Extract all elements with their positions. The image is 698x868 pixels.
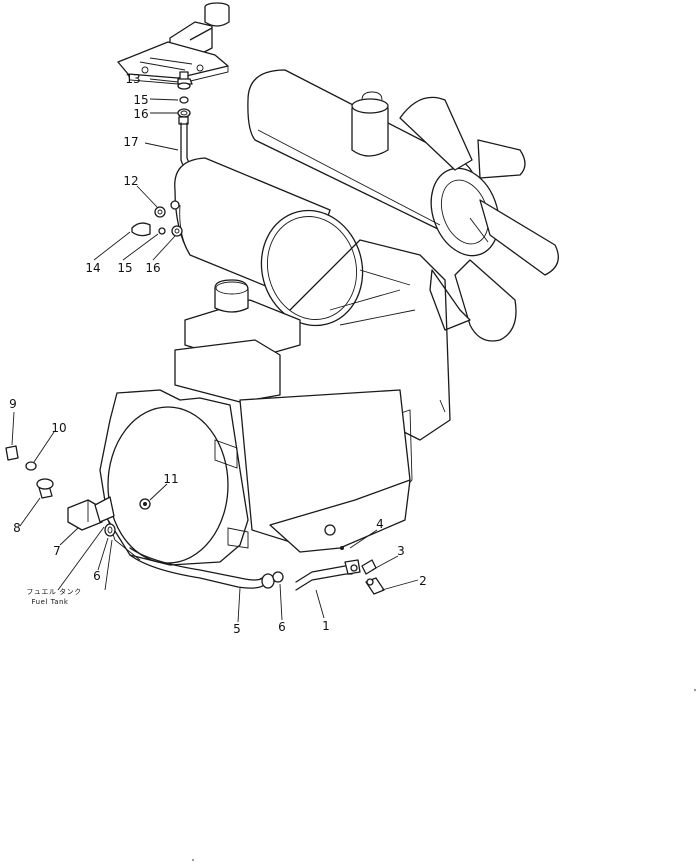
callout-14: 14 bbox=[85, 261, 100, 275]
fuel-tank-connection bbox=[5, 445, 116, 537]
cooling-fan bbox=[399, 96, 559, 342]
fuel-tank-label-english: Fuel Tank bbox=[32, 598, 69, 606]
callout-9: 9 bbox=[9, 397, 17, 411]
callout-2: 2 bbox=[419, 574, 427, 588]
fuel-tank-label-japanese: フュエル タンク bbox=[26, 587, 81, 596]
callout-7: 7 bbox=[53, 544, 61, 558]
callout-4: 4 bbox=[376, 517, 384, 531]
muffler bbox=[247, 69, 500, 257]
callout-12: 12 bbox=[123, 174, 138, 188]
callout-13: 13 bbox=[125, 72, 140, 86]
leader-lines bbox=[11, 78, 419, 623]
callout-1: 1 bbox=[322, 619, 330, 633]
fuel-pipe-5 bbox=[129, 547, 284, 589]
callout-17: 17 bbox=[123, 135, 138, 149]
callout-15-upper: 15 bbox=[133, 93, 148, 107]
hose-clamp-area bbox=[131, 200, 183, 237]
callout-5: 5 bbox=[233, 622, 241, 636]
callout-8: 8 bbox=[13, 521, 21, 535]
filter-fittings bbox=[177, 78, 193, 125]
engine-block bbox=[99, 239, 451, 566]
callout-3: 3 bbox=[397, 544, 405, 558]
callout-10: 10 bbox=[51, 421, 66, 435]
air-cleaner bbox=[174, 157, 364, 327]
callout-16-upper: 16 bbox=[133, 107, 148, 121]
fuel-pipe-1 bbox=[295, 559, 361, 591]
callout-15-lower: 15 bbox=[117, 261, 132, 275]
callout-6-left: 6 bbox=[93, 569, 101, 583]
fuel-tank-note: フュエル タンク Fuel Tank bbox=[26, 587, 81, 606]
callout-6-right: 6 bbox=[278, 620, 286, 634]
callout-11: 11 bbox=[163, 472, 178, 486]
callout-labels: 13 15 16 17 12 14 15 16 9 10 11 8 7 6 4 … bbox=[9, 72, 427, 636]
callout-16-lower: 16 bbox=[145, 261, 160, 275]
